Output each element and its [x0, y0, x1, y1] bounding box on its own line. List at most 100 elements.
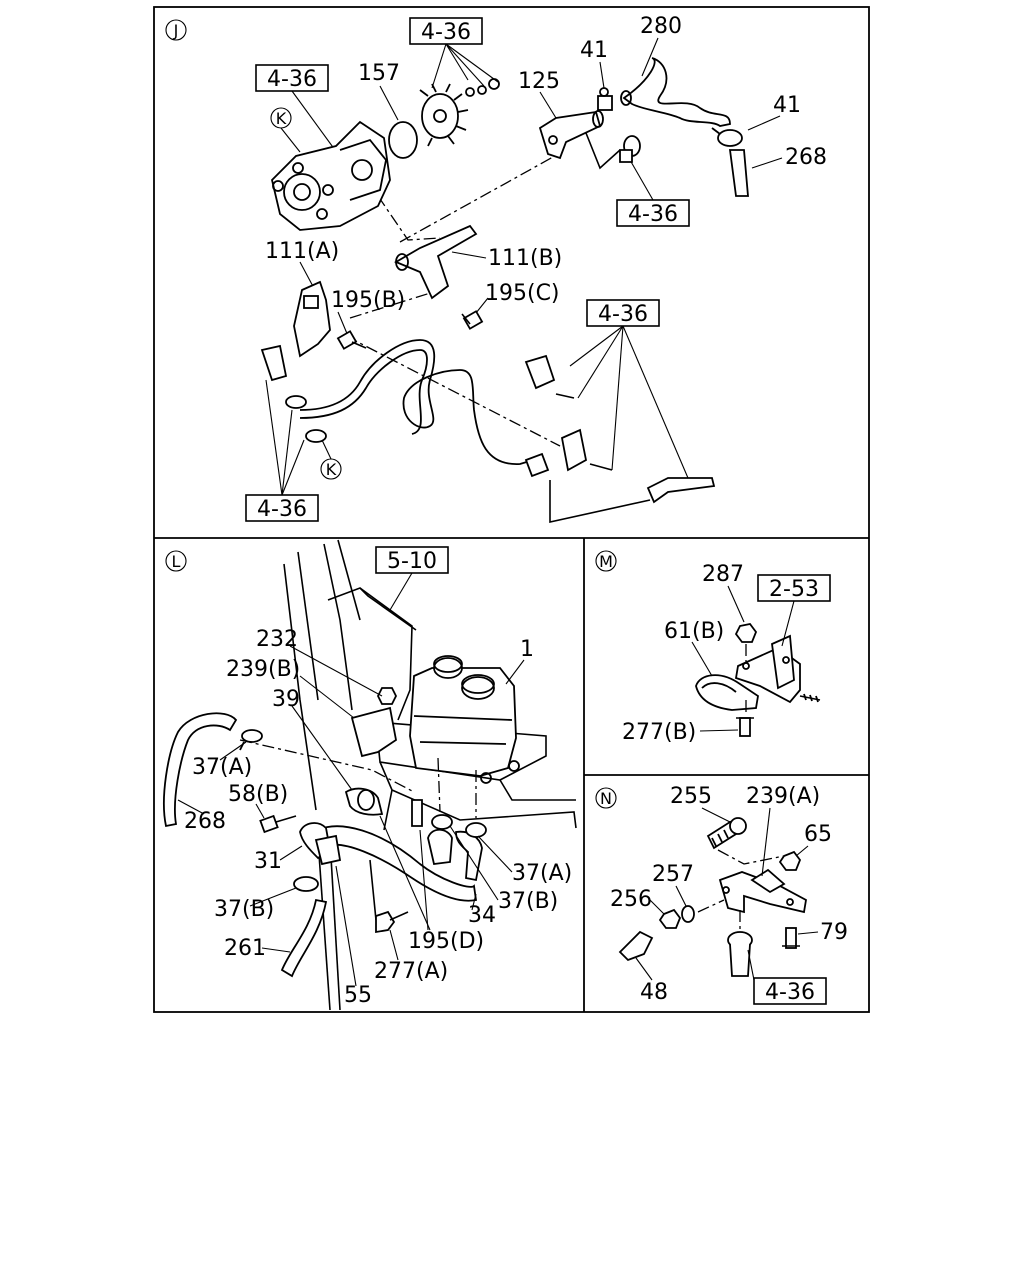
- panel-m-marker: M: [599, 552, 613, 571]
- callout-label: 61(B): [664, 619, 724, 644]
- callout-label: 195(D): [408, 929, 484, 954]
- callout-label: 58(B): [228, 782, 288, 807]
- callout-label: 255: [670, 784, 712, 809]
- callout-label: 277(B): [622, 720, 696, 745]
- callout-label: 239(A): [746, 784, 820, 809]
- ref-box-label: 4-36: [421, 20, 471, 45]
- panel-n-marker: N: [600, 789, 612, 808]
- panel-l: L 5-10 232 239(B) 39 1 37(A) 58(B) 268 3…: [163, 539, 577, 1011]
- clamp-37a-lower: [431, 814, 487, 838]
- callout-label: 37(A): [512, 861, 572, 886]
- callout-label: 277(A): [374, 959, 448, 984]
- grommet-48: [618, 930, 654, 962]
- callout-label: 41: [773, 93, 801, 118]
- assembly-line: [399, 151, 563, 243]
- panel-n-leaders: [635, 807, 819, 981]
- panel-j-leaders: [265, 37, 783, 496]
- callout-label: 239(B): [226, 657, 300, 682]
- callout-label: 125: [518, 69, 560, 94]
- pressure-hose: [299, 339, 541, 465]
- assembly-line: [717, 849, 785, 865]
- hose-268: [163, 712, 238, 828]
- callout-label: 65: [804, 822, 832, 847]
- ref-box-label: 4-36: [257, 497, 307, 522]
- bolt-195c: [461, 310, 484, 330]
- nut-256: [658, 908, 682, 929]
- hose-outlet: [427, 828, 453, 865]
- panel-n: N 4-36 255 239(A) 65 257 256 79 48: [595, 784, 848, 1005]
- washer-257: [681, 905, 695, 923]
- assembly-line: [239, 739, 415, 793]
- assembly-line: [345, 335, 561, 447]
- clamp-37a: [239, 729, 263, 751]
- callout-label: 268: [785, 145, 827, 170]
- callout-label: 55: [344, 983, 372, 1008]
- ref-box-label: 4-36: [598, 302, 648, 327]
- panel-j-marker: J: [173, 21, 179, 40]
- banjo-fitting: [285, 395, 327, 443]
- bracket-55: [314, 834, 342, 866]
- bracket-239a: [718, 868, 807, 914]
- assembly-line: [697, 899, 725, 913]
- hose-261: [280, 898, 328, 978]
- assembly-bracket-line: [549, 480, 651, 523]
- hose-34: [316, 825, 478, 902]
- callout-label: 37(B): [498, 889, 558, 914]
- ref-box: [245, 494, 319, 522]
- panel-l-leaders: [177, 572, 525, 987]
- ref-box-label: 4-36: [267, 67, 317, 92]
- ref-box-label: 4-36: [628, 202, 678, 227]
- o-ring-157: [388, 121, 418, 159]
- callout-label: 39: [272, 687, 300, 712]
- callout-label: 41: [580, 38, 608, 63]
- panel-j: J 4-36 4-36 4-36 4-36 4-36 280 41 125 15…: [165, 14, 827, 523]
- callout-label: 257: [652, 862, 694, 887]
- callout-label: 31: [254, 849, 282, 874]
- assembly-line: [377, 195, 441, 241]
- nut-65: [778, 850, 802, 871]
- clamp-41: [711, 127, 743, 147]
- callout-label: 37(B): [214, 897, 274, 922]
- pipe-125: [538, 110, 604, 160]
- ref-box-label: 5-10: [387, 549, 437, 574]
- panel-m-leaders: [691, 585, 795, 732]
- hose-280: [622, 57, 731, 127]
- panel-l-marker-circle: [165, 550, 187, 572]
- hose-end-fitting: [524, 452, 716, 504]
- callout-label: 157: [358, 61, 400, 86]
- sub-marker-k: K: [326, 460, 337, 479]
- panel-n-marker-circle: [595, 787, 617, 809]
- ref-box-label: 4-36: [765, 980, 815, 1005]
- panel-m: M 2-53 287 61(B) 277(B): [595, 550, 831, 745]
- bolt-195b: [336, 330, 367, 350]
- bolt-195d: [411, 799, 423, 827]
- union-bolt-lower: [260, 344, 288, 382]
- bracket-111b: [393, 224, 478, 300]
- callout-label: 111(A): [265, 239, 339, 264]
- callout-label: 195(C): [485, 281, 560, 306]
- union-bolt: [619, 135, 641, 163]
- sheet-frame: [153, 6, 870, 1013]
- ref-box: [375, 546, 449, 574]
- assembly-line: [437, 757, 441, 813]
- stud-4-36: [727, 931, 753, 977]
- callout-label: 268: [184, 809, 226, 834]
- bolt-79: [782, 927, 800, 949]
- bracket-111a: [293, 280, 331, 358]
- nut-232: [376, 687, 398, 705]
- bolt-255: [706, 817, 747, 850]
- clamp-37b: [293, 876, 319, 892]
- callout-label: 1: [520, 637, 534, 662]
- reservoir-tank: [409, 655, 520, 784]
- bracket-239b: [350, 706, 397, 758]
- pump-gear-set: [419, 78, 500, 147]
- nut-287: [734, 623, 758, 643]
- ref-box-label: 2-53: [769, 577, 819, 602]
- assembly-line: [349, 289, 441, 319]
- callout-label: 256: [610, 887, 652, 912]
- bolt-277a: [375, 910, 409, 934]
- bolt-277b: [736, 717, 754, 737]
- bracket-111b-fitting: [395, 253, 409, 271]
- callout-label: 261: [224, 936, 266, 961]
